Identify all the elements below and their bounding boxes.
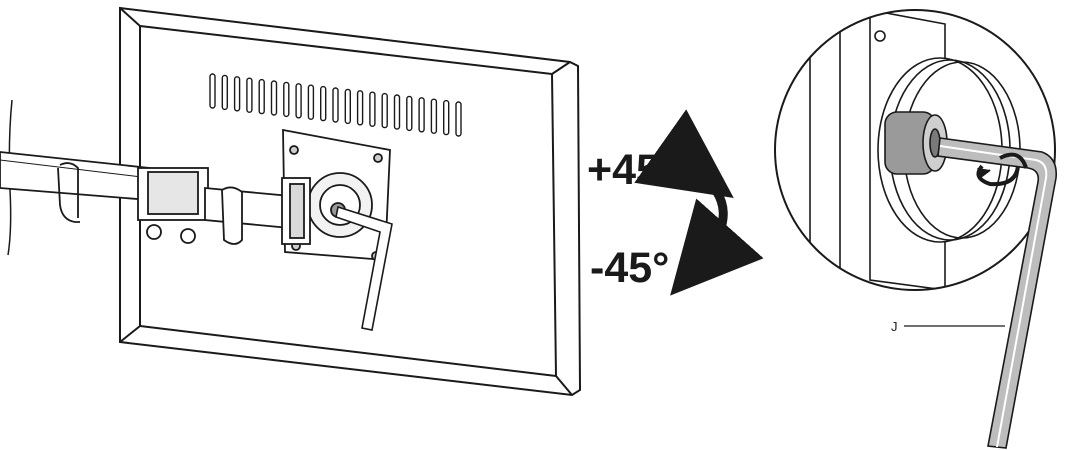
vent-slot (406, 95, 413, 132)
vent-slot (356, 90, 364, 126)
vent-slot (283, 81, 290, 118)
tilt-up-label: +45° (587, 146, 677, 194)
vent-slot (344, 88, 351, 125)
hex-key-small (335, 205, 393, 331)
vent-slot (209, 73, 216, 109)
hex-key-large (937, 137, 1058, 449)
vent-slot (246, 77, 253, 113)
vent-slot (455, 101, 462, 137)
vent-slot (233, 76, 241, 112)
vent-slot (381, 92, 388, 129)
wall-edge (7, 99, 13, 256)
vent-slot (221, 74, 229, 111)
vent-slot (332, 87, 339, 123)
vent-slot (443, 99, 450, 136)
rotation-arrow-icon (634, 109, 764, 296)
tool-callout-label: J (891, 319, 898, 334)
vent-slot (430, 98, 438, 134)
vent-slot (258, 78, 265, 115)
vent-slot (369, 91, 376, 127)
vent-slot (320, 85, 327, 122)
tilt-down-label: -45° (590, 244, 669, 292)
vent-slot (295, 83, 302, 119)
vent-slot (307, 84, 315, 120)
vent-slot (393, 94, 401, 130)
vent-slot (418, 97, 425, 133)
monitor-vents (209, 73, 462, 137)
vent-slot (270, 80, 278, 116)
twist-arrow-icon (976, 152, 1028, 187)
